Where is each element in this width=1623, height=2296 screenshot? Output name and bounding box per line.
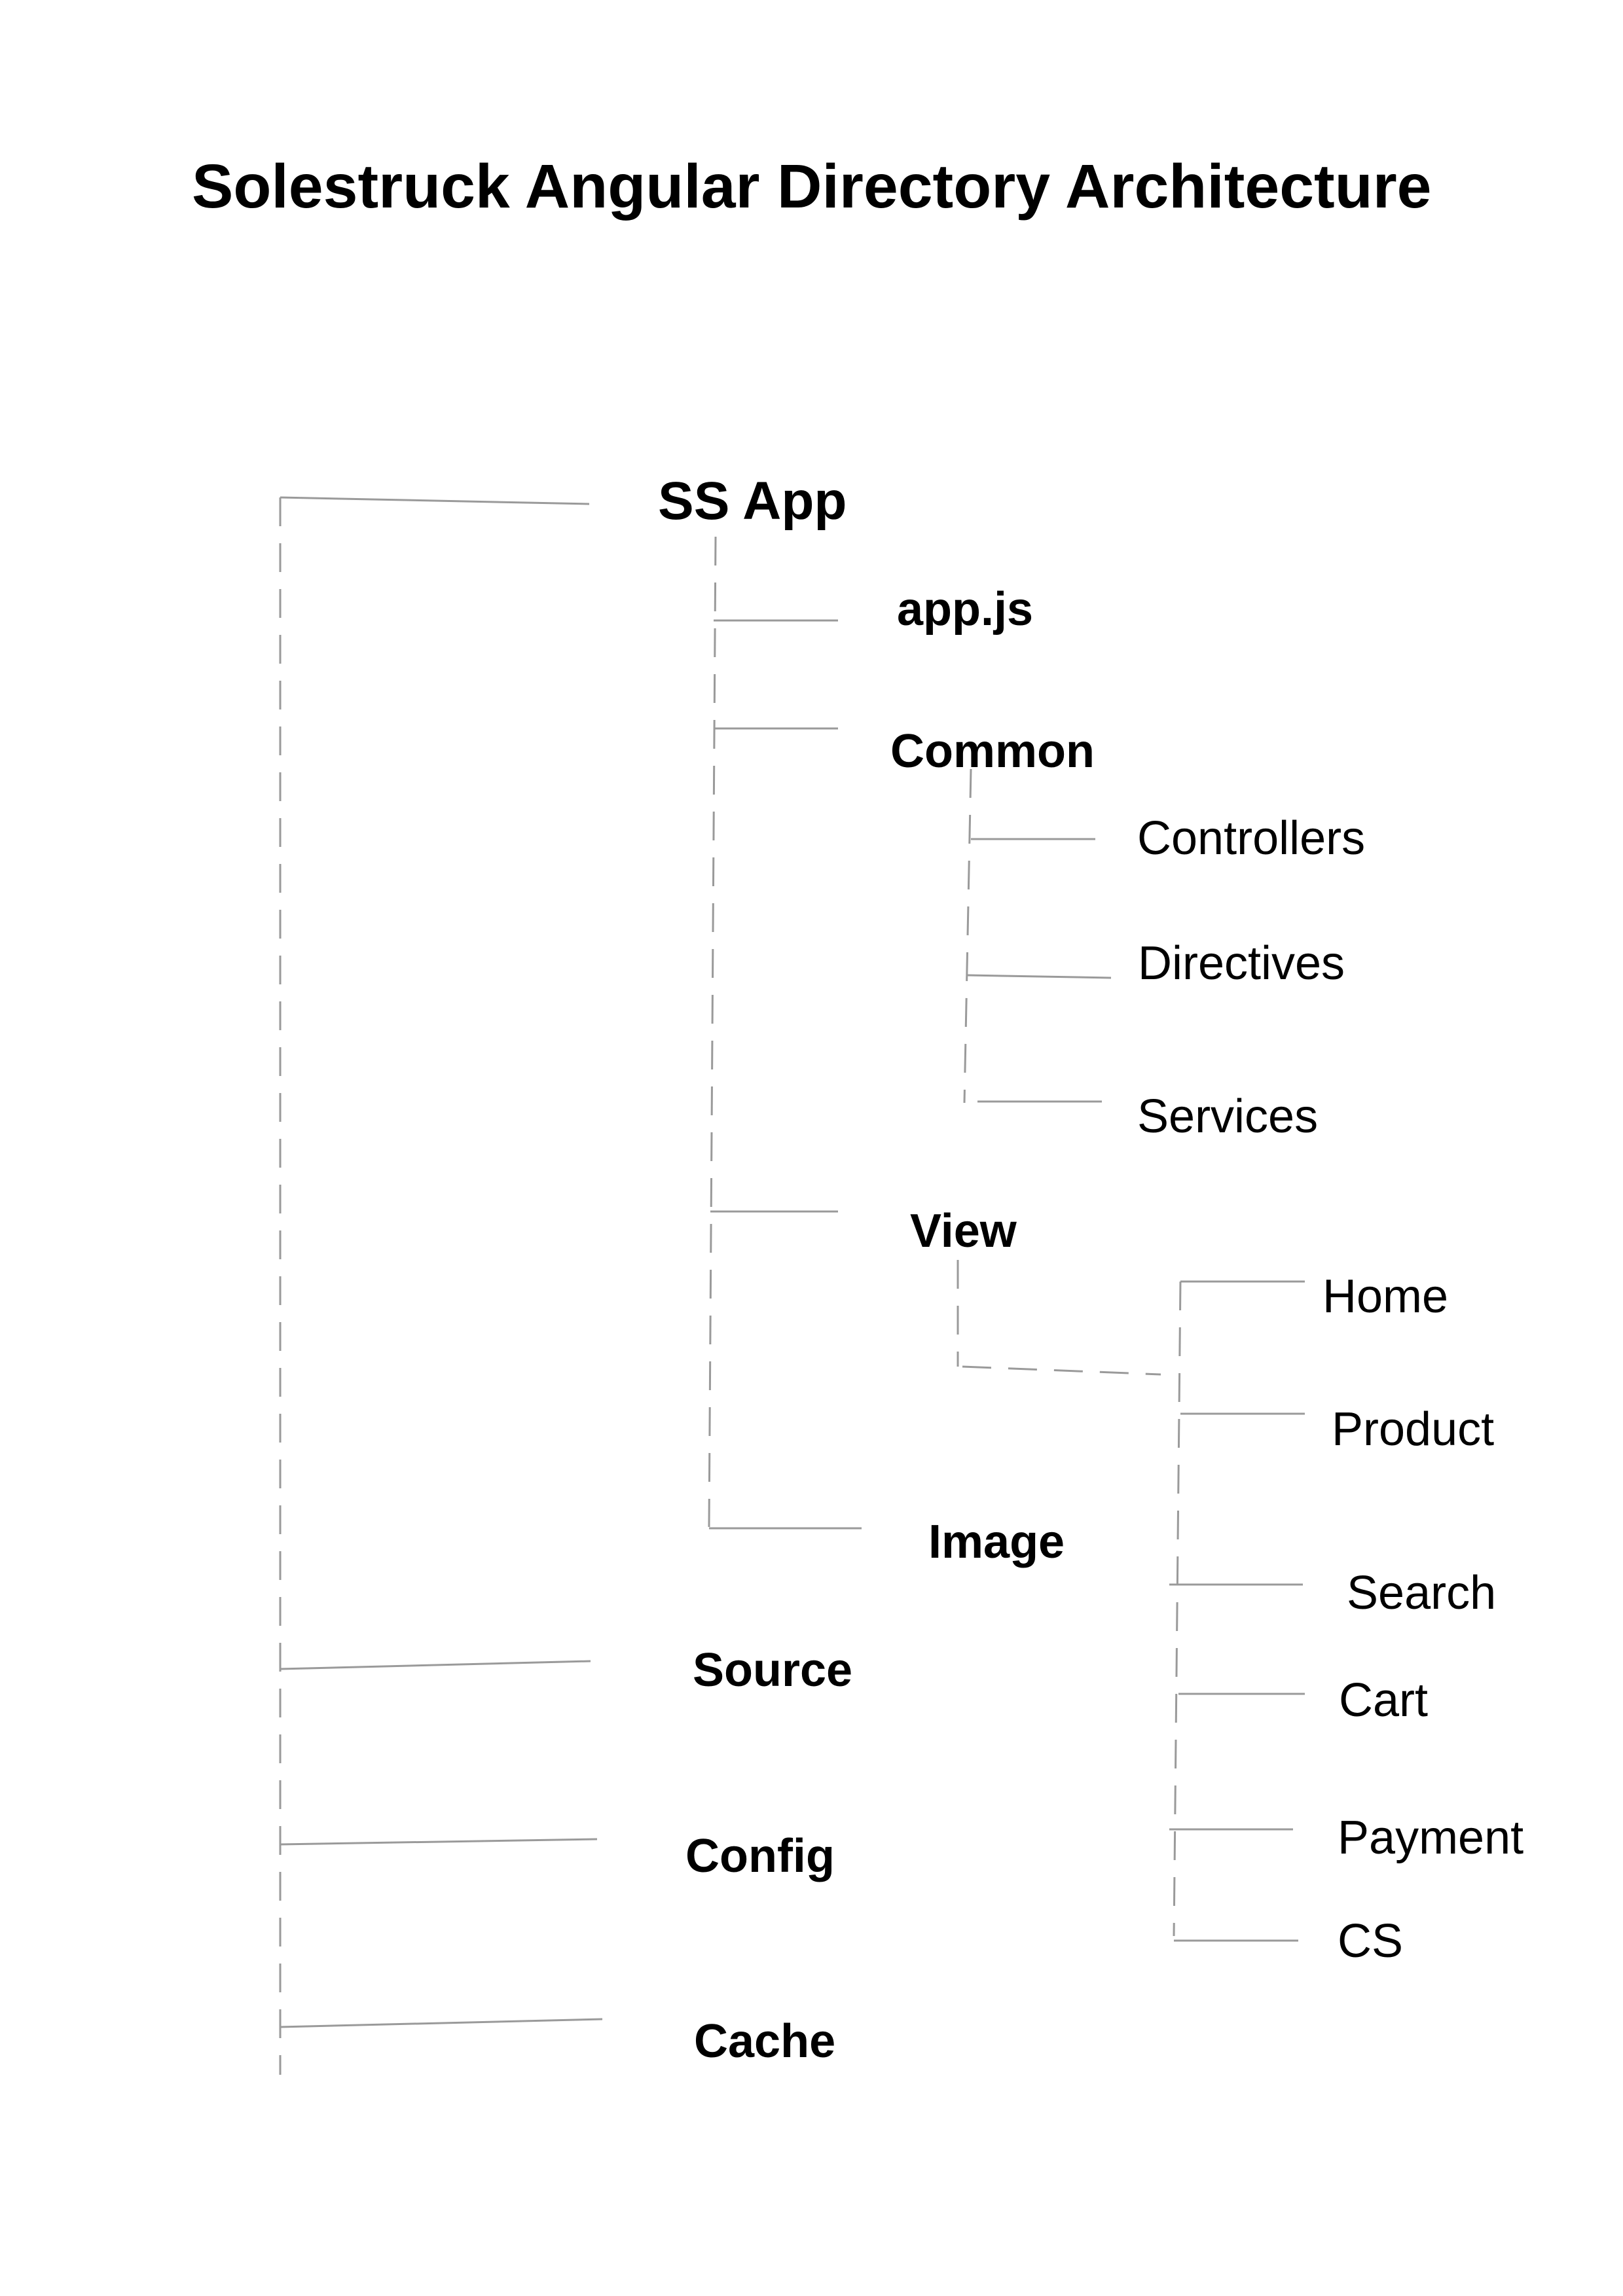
tree-node-controllers: Controllers	[1137, 812, 1366, 865]
connector-app-trunk	[708, 536, 717, 1528]
tree-node-search: Search	[1347, 1567, 1497, 1619]
tree-node-ss-app: SS App	[658, 471, 847, 531]
tree-node-services: Services	[1137, 1090, 1319, 1143]
page-title: Solestruck Angular Directory Architectur…	[192, 152, 1432, 221]
tree-node-home: Home	[1322, 1270, 1449, 1323]
connector-source	[280, 1660, 591, 1670]
connector-config	[280, 1838, 598, 1846]
tree-node-image: Image	[928, 1516, 1065, 1568]
tree-node-common: Common	[890, 725, 1095, 778]
tree-node-cs: CS	[1338, 1915, 1404, 1967]
connector-cache	[280, 2018, 603, 2028]
tree-node-directives: Directives	[1138, 937, 1345, 990]
tree-node-source: Source	[693, 1644, 853, 1696]
tree-node-product: Product	[1332, 1403, 1495, 1456]
connector-view-to-children	[962, 1365, 1161, 1376]
connector-common-trunk	[963, 768, 972, 1103]
tree-node-view: View	[910, 1205, 1017, 1257]
connector-root	[280, 496, 590, 505]
tree-node-config: Config	[685, 1830, 835, 1882]
connector-directives	[967, 974, 1112, 979]
tree-node-payment: Payment	[1338, 1812, 1524, 1864]
connector-view-children-trunk	[1173, 1281, 1182, 1937]
tree-node-cache: Cache	[694, 2015, 836, 2068]
tree-node-cart: Cart	[1339, 1674, 1429, 1727]
tree-node-app-js: app.js	[897, 583, 1034, 636]
